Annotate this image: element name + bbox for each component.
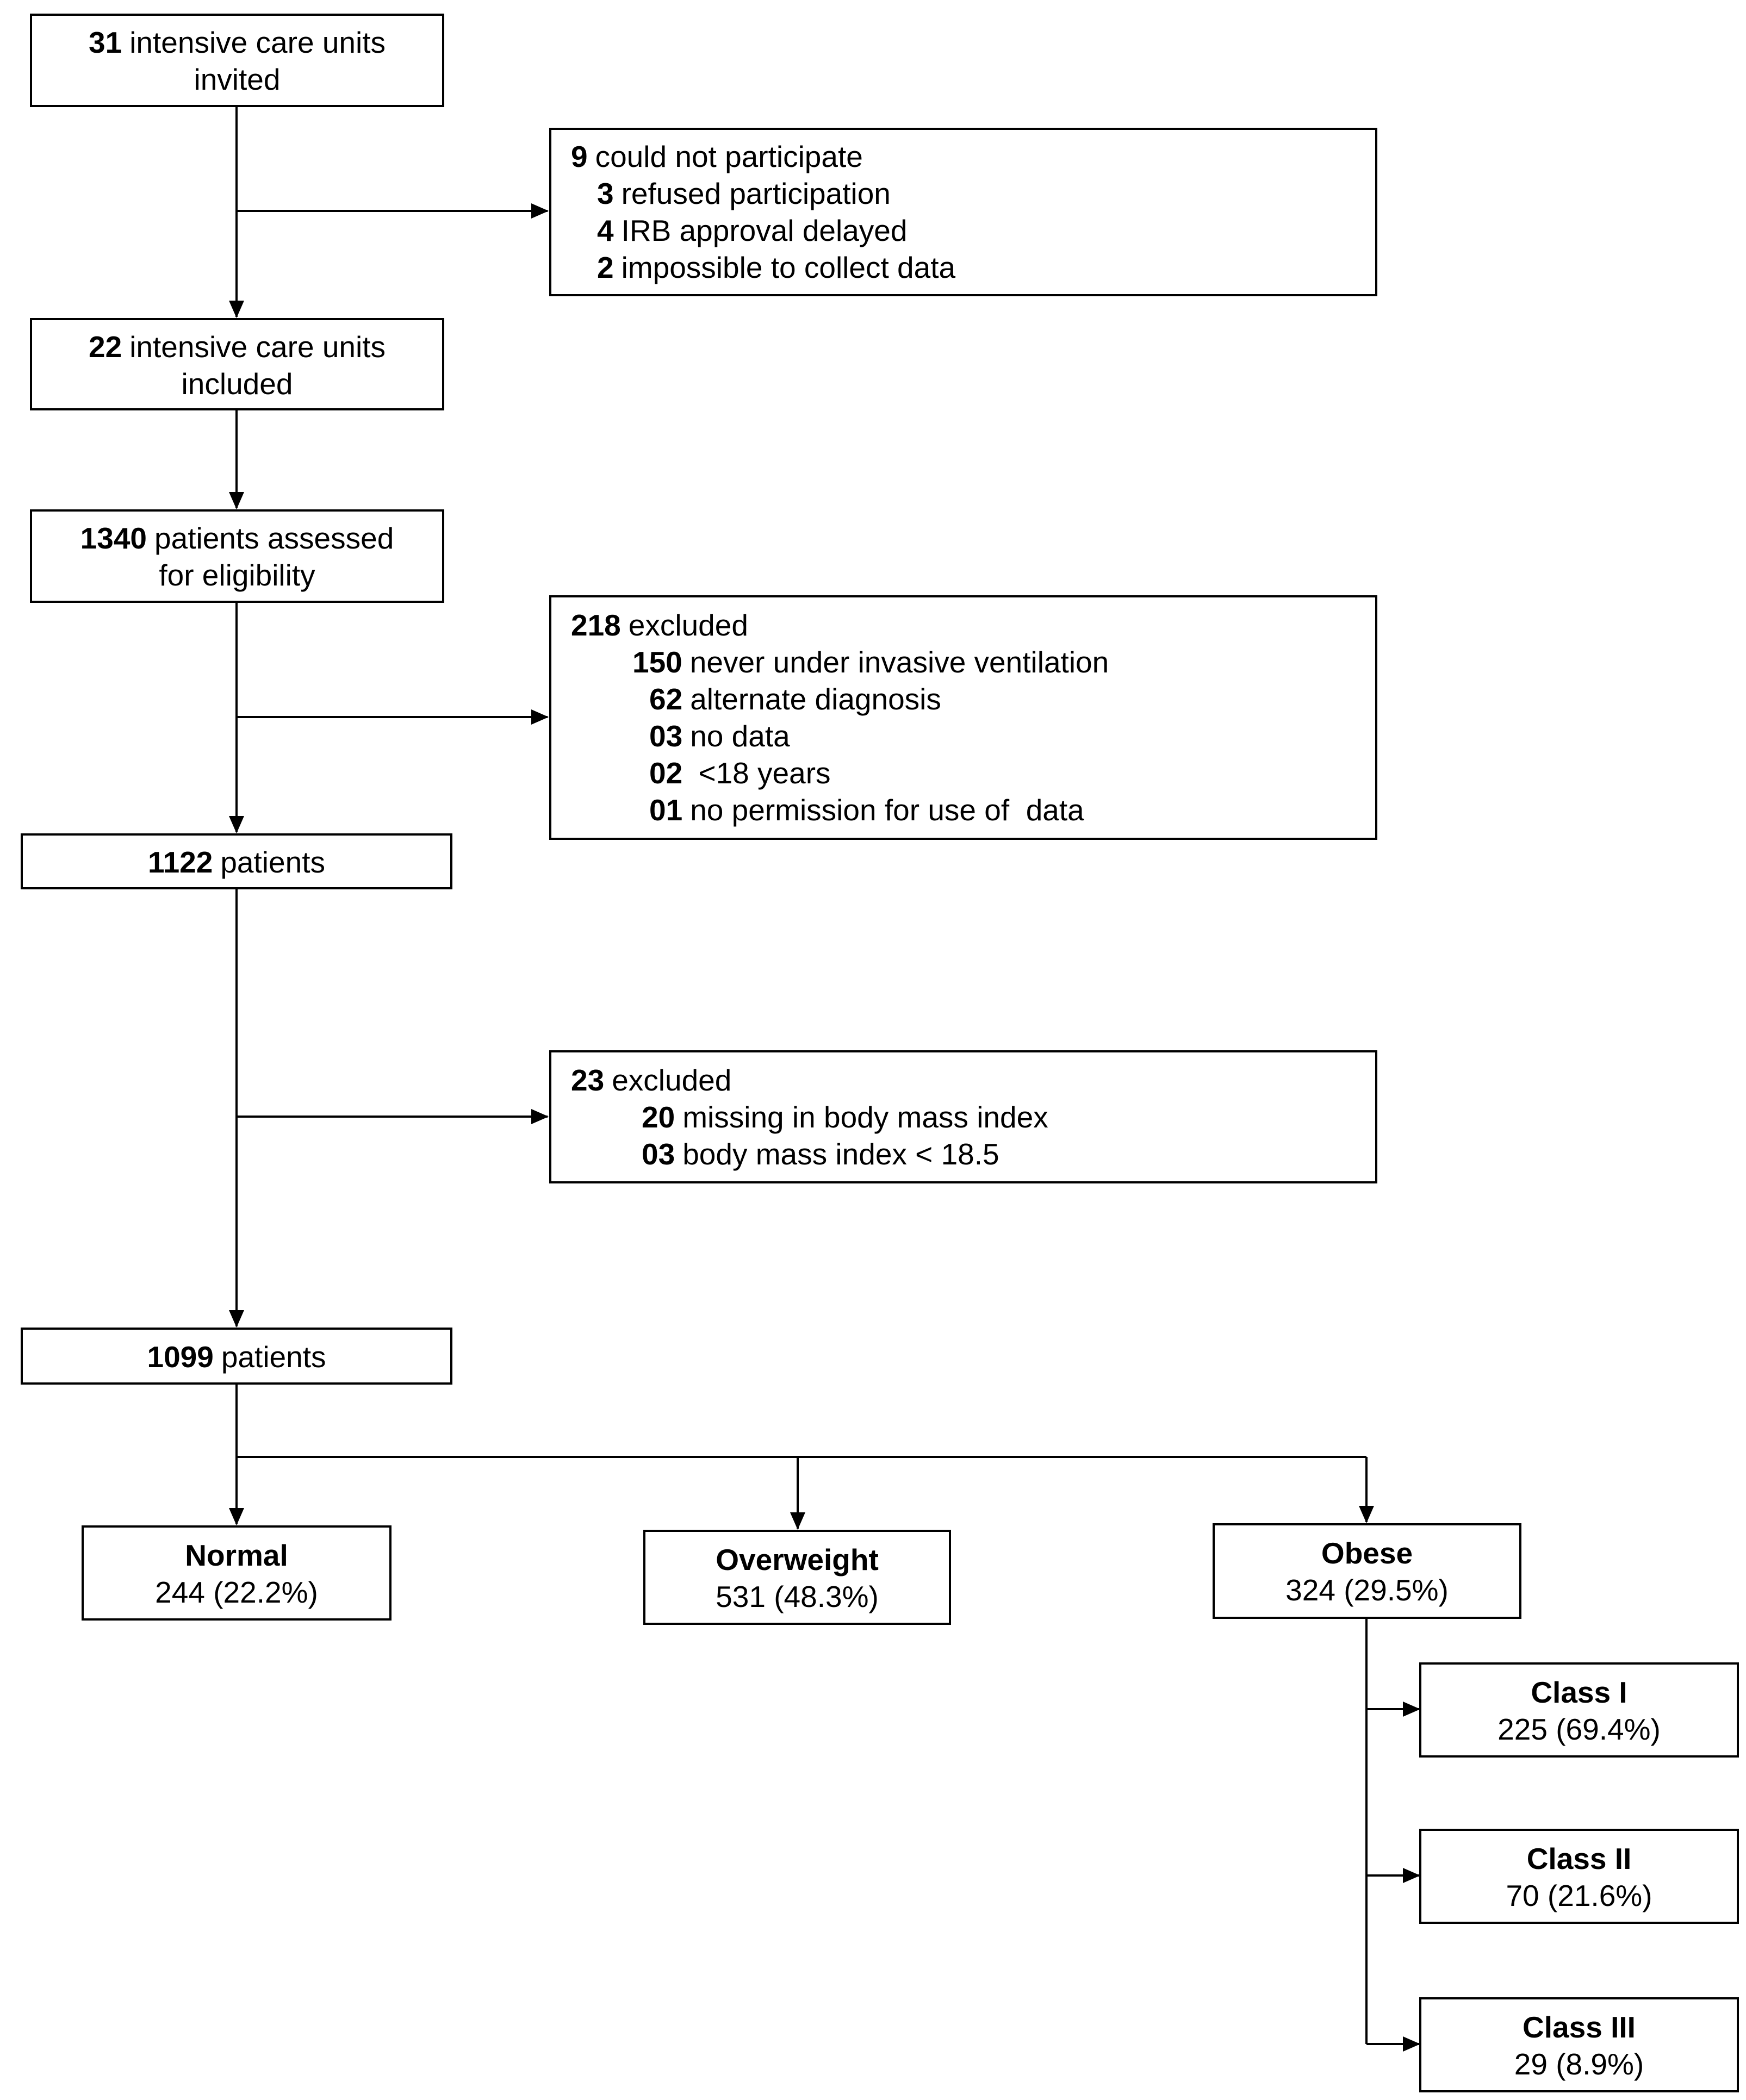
assessed-line2: for eligibility (159, 558, 315, 592)
units-included-line1: intensive care units (129, 330, 386, 364)
no-permission-count: 01 (649, 793, 683, 827)
no-data-label: no data (690, 719, 790, 753)
obese-value: 324 (29.5%) (1285, 1573, 1449, 1607)
excluded-218-count: 218 (571, 608, 621, 642)
excluded-218-label: excluded (628, 608, 748, 642)
normal-label: Normal (185, 1538, 288, 1572)
assessed-line1: patients assessed (154, 521, 394, 555)
units-included-line2: included (181, 367, 293, 401)
missing-bmi-count: 20 (642, 1100, 675, 1134)
patients-1122-label: patients (220, 845, 325, 879)
patients-1099-count: 1099 (147, 1340, 214, 1374)
not-participate-label: could not participate (595, 140, 863, 173)
units-included-count: 22 (89, 330, 122, 364)
box-class-3: Class III 29 (8.9%) (1419, 1997, 1739, 2092)
box-obese: Obese 324 (29.5%) (1213, 1523, 1521, 1619)
patients-1099-label: patients (221, 1340, 326, 1374)
overweight-value: 531 (48.3%) (716, 1580, 879, 1613)
normal-value: 244 (22.2%) (155, 1575, 318, 1609)
obese-label: Obese (1321, 1536, 1413, 1570)
class-1-value: 225 (69.4%) (1498, 1712, 1661, 1746)
box-normal: Normal 244 (22.2%) (82, 1525, 392, 1621)
not-participate-count: 9 (571, 140, 588, 173)
box-overweight: Overweight 531 (48.3%) (643, 1530, 951, 1625)
class-2-value: 70 (21.6%) (1506, 1879, 1652, 1912)
patients-1122-count: 1122 (148, 845, 213, 879)
never-ventilated-label: never under invasive ventilation (689, 645, 1109, 679)
under-18-count: 02 (649, 756, 683, 790)
refused-count: 3 (597, 177, 614, 210)
never-ventilated-count: 150 (632, 645, 682, 679)
alternate-diagnosis-count: 62 (649, 682, 683, 716)
assessed-count: 1340 (80, 521, 147, 555)
units-invited-line1: intensive care units (129, 26, 386, 59)
class-3-value: 29 (8.9%) (1514, 2047, 1644, 2081)
low-bmi-label: body mass index < 18.5 (682, 1137, 999, 1171)
irb-count: 4 (597, 214, 614, 247)
excluded-23-count: 23 (571, 1063, 605, 1097)
under-18-label: <18 years (690, 756, 831, 790)
box-class-2: Class II 70 (21.6%) (1419, 1829, 1739, 1924)
impossible-count: 2 (597, 251, 614, 284)
box-class-1: Class I 225 (69.4%) (1419, 1662, 1739, 1758)
missing-bmi-label: missing in body mass index (682, 1100, 1048, 1134)
irb-label: IRB approval delayed (621, 214, 908, 247)
class-2-label: Class II (1526, 1842, 1632, 1875)
alternate-diagnosis-label: alternate diagnosis (690, 682, 941, 716)
excluded-23-label: excluded (612, 1063, 732, 1097)
class-3-label: Class III (1523, 2010, 1636, 2044)
impossible-label: impossible to collect data (621, 251, 956, 284)
no-data-count: 03 (649, 719, 683, 753)
class-1-label: Class I (1531, 1675, 1627, 1709)
units-invited-count: 31 (89, 26, 122, 59)
no-permission-label: no permission for use of data (690, 793, 1084, 827)
overweight-label: Overweight (716, 1543, 879, 1576)
units-invited-line2: invited (194, 63, 281, 96)
low-bmi-count: 03 (642, 1137, 675, 1171)
refused-label: refused participation (621, 177, 891, 210)
